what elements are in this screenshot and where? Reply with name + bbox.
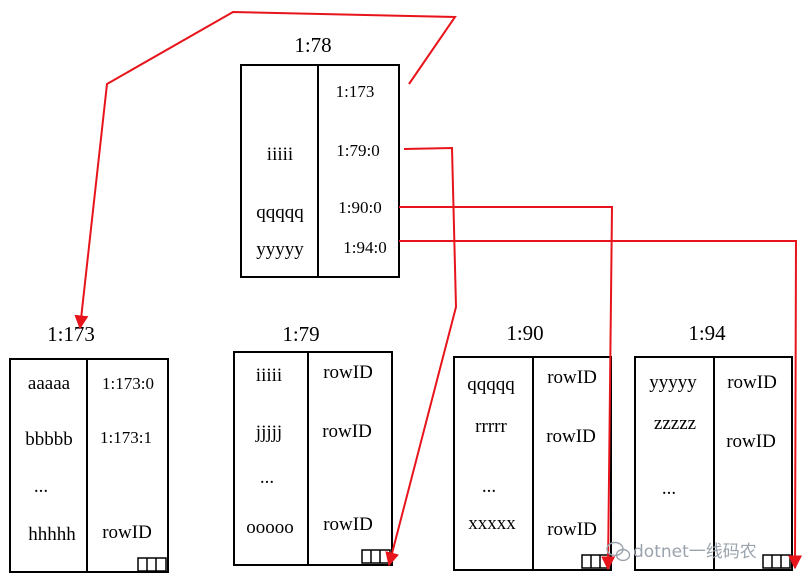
leaf-key: yyyyy — [649, 372, 697, 393]
leaf-pointer: 1:173:0 — [102, 374, 154, 393]
root-page-box — [240, 64, 400, 278]
leaf-page: 1:94 yyyyy zzzzz ... rowID rowID — [634, 321, 793, 571]
leaf-key: rrrrr — [475, 416, 507, 437]
leaf-page-title: 1:79 — [282, 322, 319, 346]
leaf-page: 1:173 aaaaa bbbbb ... hhhhh 1:173:0 1:17… — [9, 322, 169, 573]
leaf-pointer: rowID — [322, 421, 372, 442]
leaf-pointer: rowID — [547, 519, 597, 540]
wechat-icon — [606, 541, 631, 562]
leaf-page-title: 1:94 — [688, 321, 726, 345]
root-pointer: 1:94:0 — [343, 238, 386, 257]
leaf-pointer: rowID — [547, 367, 597, 388]
leaf-key: ... — [34, 476, 48, 497]
root-pointer: 1:173 — [336, 82, 375, 101]
leaf-key: iiiii — [256, 365, 282, 386]
leaf-pointer: rowID — [323, 514, 373, 535]
root-key: iiiii — [267, 144, 293, 165]
page-slot-icon — [581, 554, 610, 569]
leaf-pointer: 1:173:1 — [100, 428, 152, 447]
leaf-key: ... — [482, 476, 496, 497]
root-page: 1:78 iiiii qqqqq yyyyy 1:173 1:79:0 1:90… — [240, 33, 400, 278]
leaf-pointer: rowID — [546, 426, 596, 447]
arrow-to-page-1-79 — [385, 146, 458, 567]
leaf-key: ... — [662, 478, 676, 499]
page-slot-icon — [137, 557, 167, 572]
arrow-to-page-1-173 — [74, 10, 457, 330]
page-slot-icon — [762, 554, 791, 569]
arrow-to-page-1-90 — [399, 206, 616, 571]
leaf-pointer: rowID — [102, 522, 152, 543]
leaf-page-box — [233, 351, 393, 566]
watermark-text: dotnet一线码农 — [633, 542, 757, 562]
leaf-key: xxxxx — [468, 513, 516, 534]
leaf-key: ooooo — [246, 517, 294, 538]
root-page-title: 1:78 — [294, 33, 331, 57]
leaf-page: 1:79 iiiii jjjjj ... ooooo rowID rowID r… — [233, 322, 393, 566]
leaf-key: qqqqq — [467, 374, 515, 395]
root-key: qqqqq — [256, 202, 304, 223]
arrow-to-page-1-94 — [399, 240, 803, 570]
pointer-arrows — [74, 10, 803, 571]
leaf-key: ... — [260, 467, 274, 488]
root-pointer: 1:90:0 — [338, 198, 381, 217]
leaf-page-box — [9, 358, 169, 573]
page-slot-icon — [361, 549, 391, 564]
watermark: dotnet一线码农 — [606, 541, 757, 562]
leaf-key: aaaaa — [28, 373, 71, 394]
leaf-key: hhhhh — [28, 524, 76, 545]
leaf-key: bbbbb — [25, 429, 73, 450]
leaf-page-title: 1:90 — [506, 321, 543, 345]
leaf-pointer: rowID — [323, 362, 373, 383]
leaf-pointer: rowID — [727, 372, 777, 393]
leaf-key: zzzzz — [654, 413, 696, 434]
leaf-key: jjjjj — [255, 422, 282, 443]
root-key: yyyyy — [256, 239, 304, 260]
root-pointer: 1:79:0 — [336, 141, 379, 160]
leaf-page-title: 1:173 — [47, 322, 95, 346]
leaf-page: 1:90 qqqqq rrrrr ... xxxxx rowID rowID r… — [453, 321, 612, 571]
leaf-pointer: rowID — [726, 431, 776, 452]
